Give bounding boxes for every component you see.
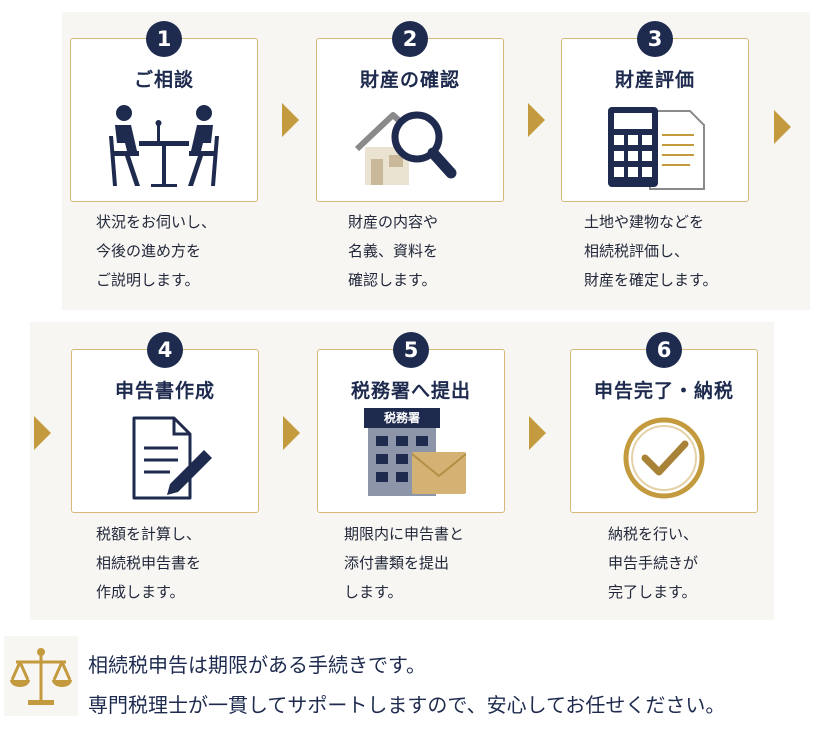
footer-line-2: 専門税理士が一貫してサポートしますので、安心してお任せください。 [88,693,726,717]
tax-office-sign: 税務署 [364,408,440,428]
step-title: 税務署へ提出 [350,380,471,402]
consultation-icon [71,101,257,197]
flow-arrow [282,103,299,137]
flow-arrow [283,416,300,450]
calculator-document-icon [562,101,748,197]
step-number-badge: 4 [147,332,183,368]
checkmark-circle-icon [571,412,757,508]
step-number-badge: 3 [637,21,673,57]
step-number-badge: 2 [392,21,428,57]
step-card-1: 1 ご相談 [70,21,258,202]
step-number-badge: 6 [646,332,682,368]
step-description-2: 財産の内容や名義、資料を確認します。 [348,213,439,289]
tax-office-envelope-icon: 税務署 [318,408,504,504]
flow-arrow [528,103,545,137]
step-description-5: 期限内に申告書と添付書類を提出します。 [344,525,465,601]
step-title: 財産の確認 [359,69,460,91]
step-card-6: 6 申告完了・納税 [570,332,758,513]
step-title: 申告完了・納税 [593,380,734,402]
step-description-6: 納税を行い、申告手続きが完了します。 [608,525,699,601]
step-description-3: 土地や建物などを相続税評価し、財産を確定します。 [584,213,718,289]
flow-arrow [529,416,546,450]
step-title: 申告書作成 [114,380,215,402]
step-number-badge: 5 [393,332,429,368]
step-card-4: 4 申告書作成 [71,332,259,513]
step-description-4: 税額を計算し、相続税申告書を作成します。 [96,525,202,601]
footer-line-1: 相続税申告は期限がある手続きです。 [88,653,426,677]
step-title: ご相談 [133,69,194,91]
document-pen-icon [72,412,258,508]
house-magnifier-icon [317,101,503,197]
step-card-3: 3 財産評価 [561,21,749,202]
step-card-5: 5 税務署へ提出 税務署 [317,332,505,513]
flow-arrow [774,110,791,144]
step-number-badge: 1 [146,21,182,57]
step-title: 財産評価 [614,69,695,91]
balance-scale-icon [4,636,78,716]
step-description-1: 状況をお伺いし、今後の進め方をご説明します。 [96,213,217,289]
step-card-2: 2 財産の確認 [316,21,504,202]
flow-arrow [34,416,51,450]
